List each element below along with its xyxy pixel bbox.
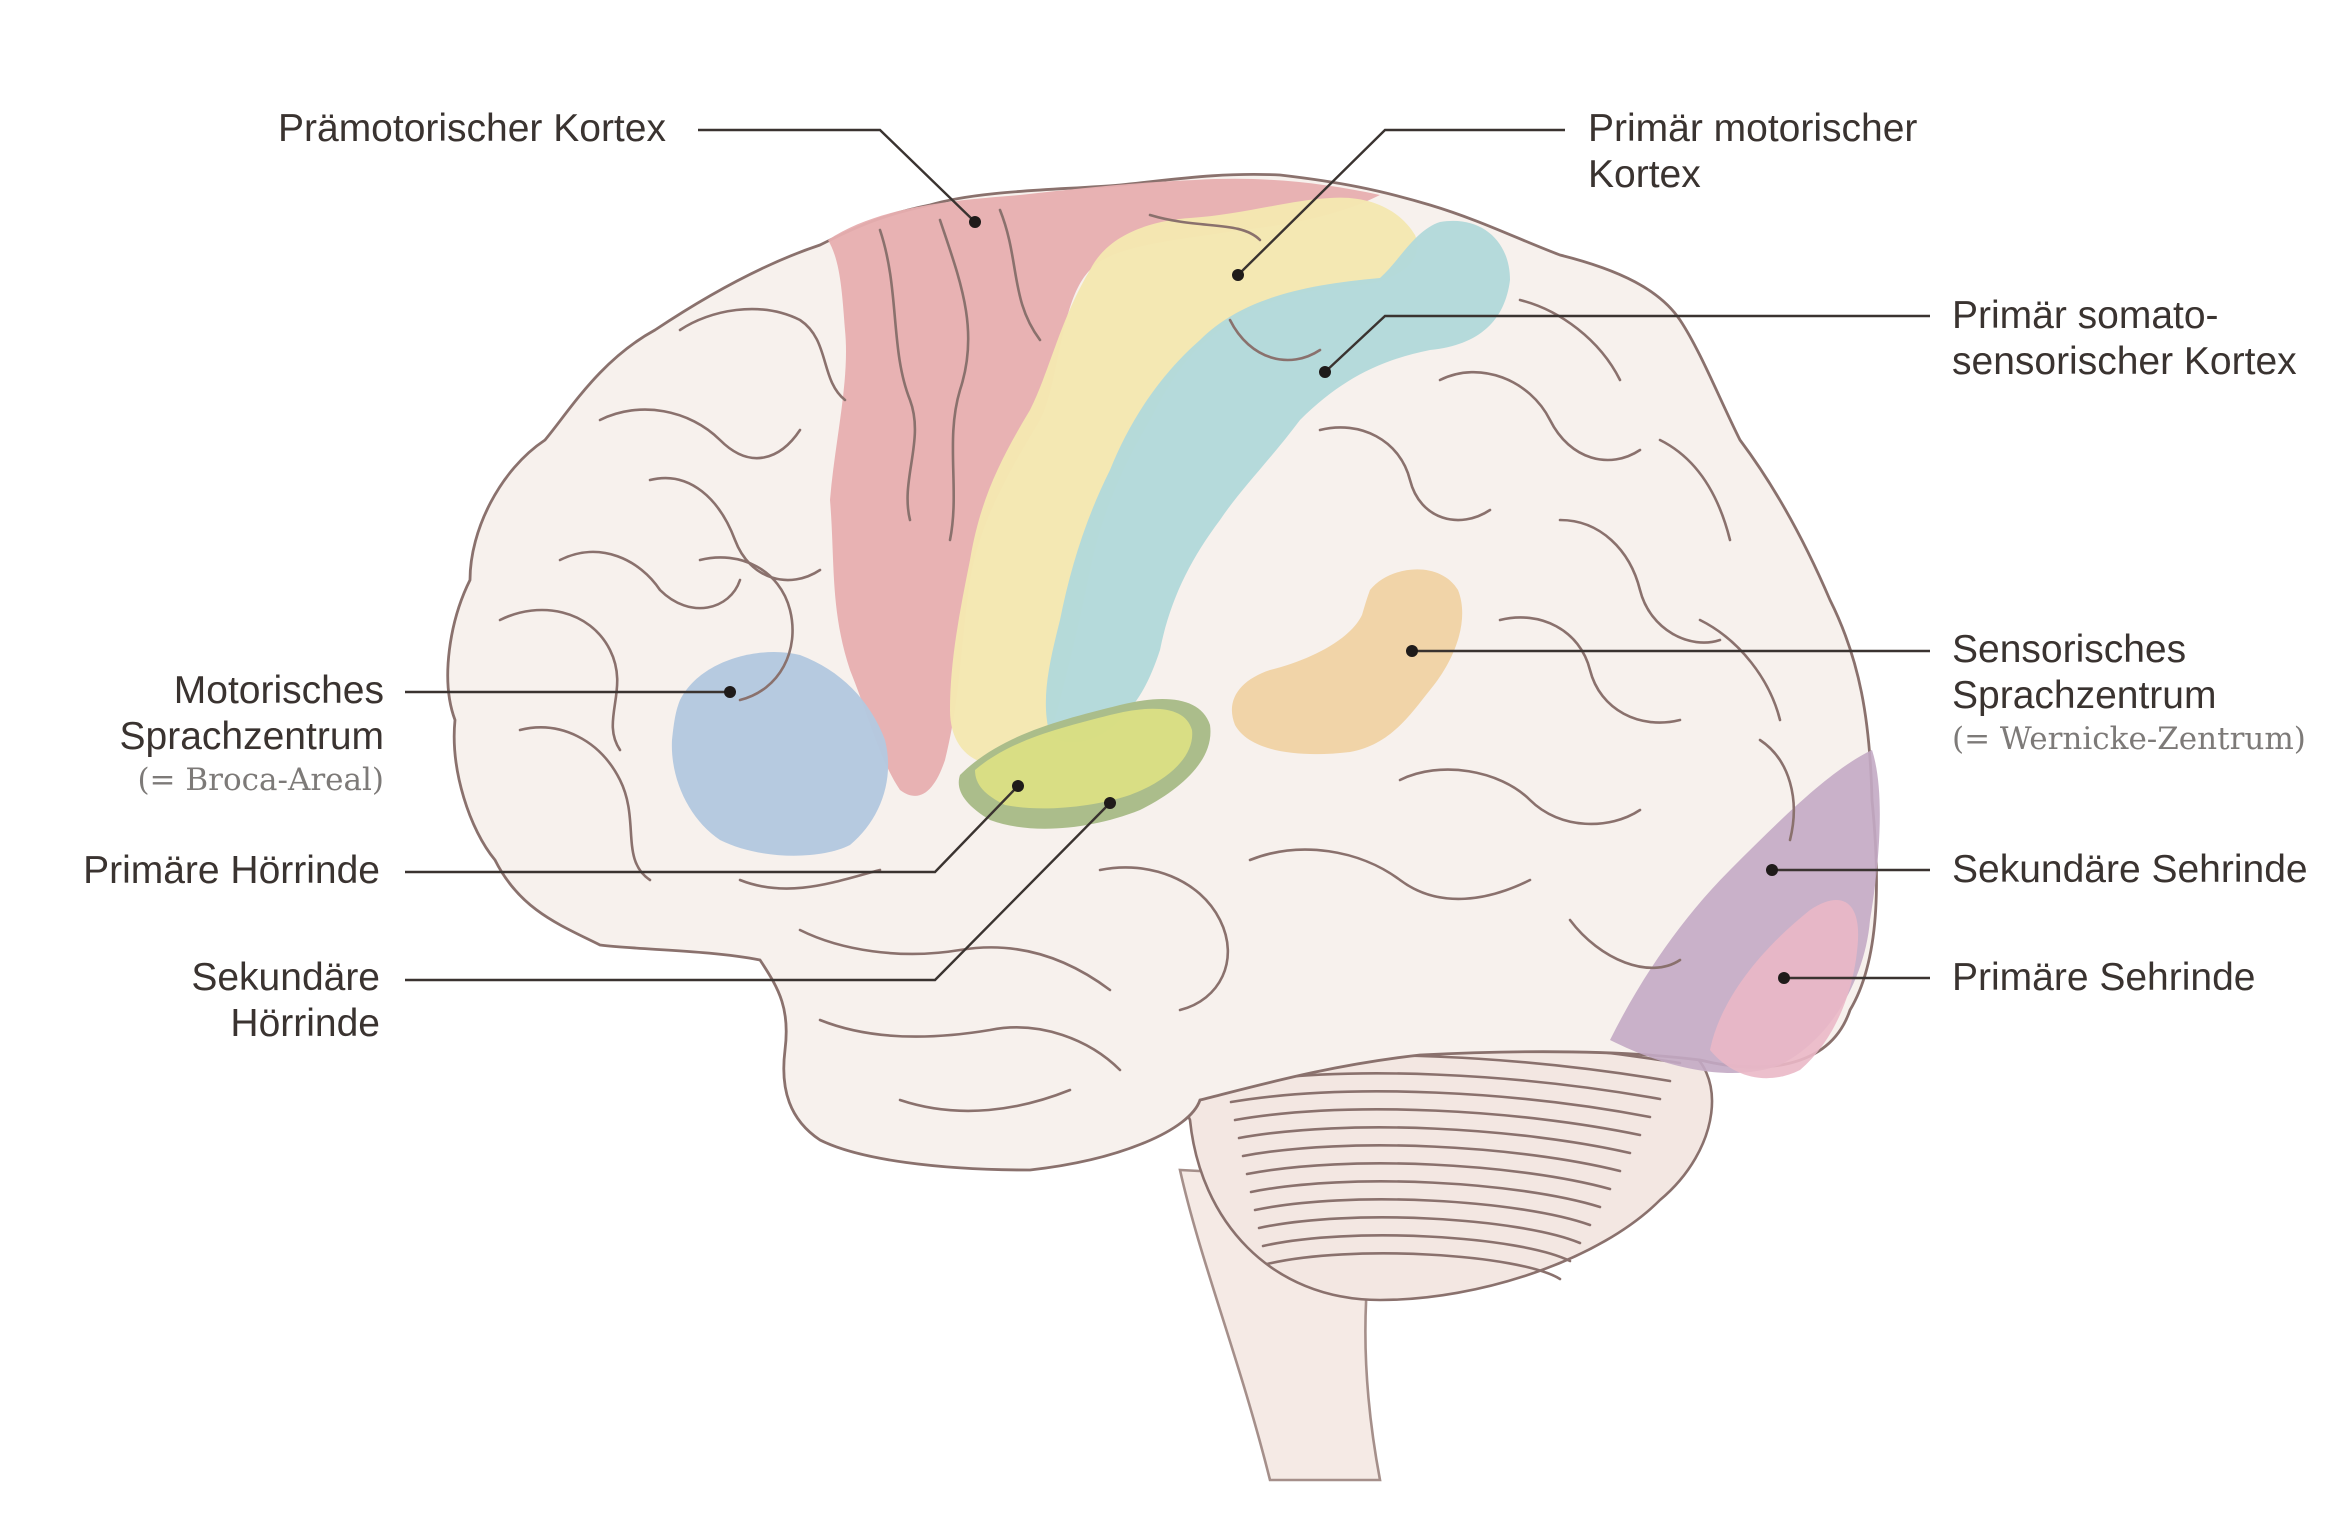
region-primary-auditory [975, 708, 1193, 809]
cerebellum-fold [1249, 1180, 1602, 1209]
label-primary-motor-line2: Kortex [1588, 153, 1701, 196]
leader-lines [405, 128, 1930, 982]
label-sensory-speech-center: Sensorisches Sprachzentrum (= Wernicke-Z… [1952, 627, 2306, 759]
label-secondary-auditory-line2: Hörrinde [230, 1002, 380, 1045]
label-somatosensory-line2: sensorischer Kortex [1952, 340, 2297, 383]
label-somatosensory-line1: Primär somato- [1952, 294, 2219, 337]
label-primary-auditory-cortex: Primäre Hörrinde [83, 848, 380, 894]
label-somatosensory-cortex: Primär somato- sensorischer Kortex [1952, 293, 2297, 385]
label-motor-speech-line2: Sprachzentrum [119, 715, 384, 758]
cerebellum-fold [1261, 1234, 1572, 1263]
label-secondary-visual-text: Sekundäre Sehrinde [1952, 848, 2308, 891]
label-wernicke-note: (= Wernicke-Zentrum) [1952, 721, 2306, 757]
region-premotor [828, 178, 1380, 796]
label-motor-speech-line1: Motorisches [173, 669, 384, 712]
label-primary-visual-text: Primäre Sehrinde [1952, 956, 2256, 999]
label-premotor-cortex: Prämotorischer Kortex [278, 106, 666, 152]
label-sensory-speech-line1: Sensorisches [1952, 628, 2187, 671]
region-motor-speech [671, 652, 889, 856]
label-broca-note: (= Broca-Areal) [137, 762, 384, 798]
region-primary-visual [1710, 900, 1859, 1079]
label-primary-motor-cortex: Primär motorischer Kortex [1588, 106, 1917, 198]
label-primary-auditory-text: Primäre Hörrinde [83, 849, 380, 892]
label-motor-speech-center: Motorisches Sprachzentrum (= Broca-Areal… [120, 668, 384, 800]
label-primary-motor-line1: Primär motorischer [1588, 107, 1918, 150]
label-primary-visual-cortex: Primäre Sehrinde [1952, 955, 2255, 1001]
label-sensory-speech-line2: Sprachzentrum [1952, 674, 2217, 717]
cerebellum-fold [1245, 1162, 1612, 1191]
cerebellum-fold [1265, 1252, 1562, 1281]
label-secondary-auditory-cortex: Sekundäre Hörrinde [191, 955, 380, 1047]
label-secondary-auditory-line1: Sekundäre [191, 956, 380, 999]
label-premotor-text: Prämotorischer Kortex [278, 107, 666, 150]
cortical-folds [498, 208, 1796, 1113]
cerebellum-fold [1237, 1126, 1632, 1155]
pointer-dots [724, 216, 1790, 984]
cerebellum-fold [1253, 1198, 1592, 1227]
label-secondary-visual-cortex: Sekundäre Sehrinde [1952, 847, 2308, 893]
cerebellum-fold [1241, 1144, 1622, 1173]
region-somatosensory [1045, 220, 1510, 743]
cerebellum-fold [1229, 1090, 1652, 1119]
region-sensory-speech [1231, 569, 1463, 755]
cerebellum-fold [1233, 1108, 1642, 1137]
cerebellum-fold [1257, 1216, 1582, 1245]
cerebrum [446, 172, 1878, 1172]
